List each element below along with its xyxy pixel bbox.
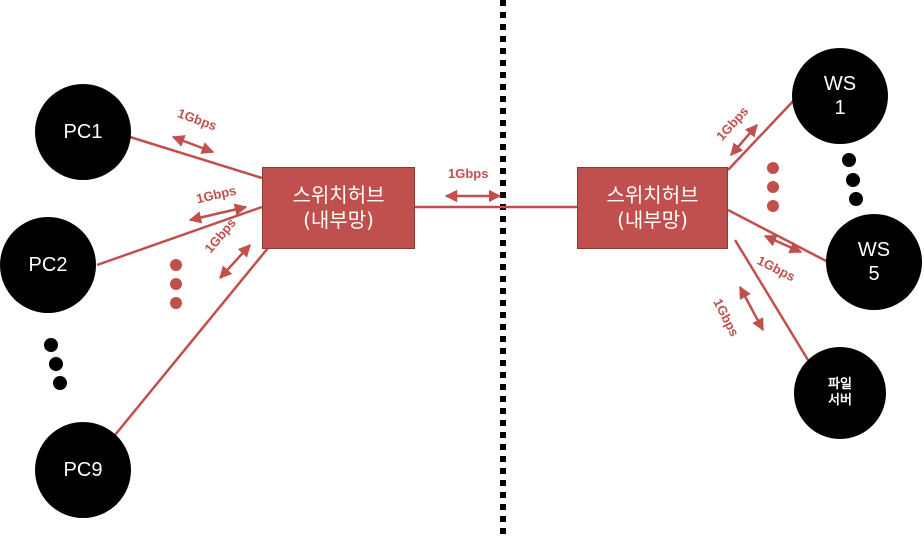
link-pc2-hub [96, 205, 263, 267]
arrow-pc9 [219, 244, 251, 279]
node-ws5: WS 5 [826, 214, 922, 310]
node-file-server: 파일 서버 [794, 347, 886, 439]
node-label: WS 1 [823, 73, 857, 119]
arrow-ws1 [730, 124, 758, 156]
ellipsis-dot [53, 376, 67, 390]
node-label: PC2 [28, 254, 68, 276]
ellipsis-dot [170, 278, 182, 290]
link-hub-ws1 [727, 96, 798, 171]
ellipsis-dot [44, 338, 58, 352]
node-pc1: PC1 [35, 84, 131, 180]
switch-hub-label: 스위치허브 (내부망) [606, 183, 699, 232]
arrow-fileserver [738, 285, 765, 332]
ellipsis-dot [767, 162, 779, 174]
ellipsis-dot [49, 357, 63, 371]
switch-hub-right: 스위치허브 (내부망) [577, 167, 728, 249]
arrow-pc1 [171, 135, 215, 154]
ellipsis-dot [767, 200, 779, 212]
link-hub-fileserver [733, 239, 810, 361]
ellipsis-dot [170, 297, 182, 309]
link-pc9-hub [114, 247, 269, 436]
node-label: PC9 [63, 459, 103, 481]
ellipsis-dot [170, 259, 182, 271]
node-pc9: PC9 [35, 422, 131, 518]
node-pc2: PC2 [0, 217, 96, 313]
link-pc1-hub [129, 135, 263, 180]
speed-label-hubs: 1Gbps [448, 166, 489, 181]
ellipsis-dot [849, 192, 863, 206]
node-label: WS 5 [857, 239, 891, 285]
switch-hub-left: 스위치허브 (내부망) [262, 167, 415, 249]
node-label: PC1 [63, 121, 103, 143]
switch-hub-label: 스위치허브 (내부망) [292, 183, 385, 232]
arrow-pc2 [188, 203, 248, 224]
node-ws1: WS 1 [792, 48, 888, 144]
ellipsis-dot [767, 181, 779, 193]
node-label: 파일 서버 [828, 377, 852, 408]
ellipsis-dot [846, 173, 860, 187]
arrow-ws5 [763, 234, 803, 254]
ellipsis-dot [842, 153, 856, 167]
